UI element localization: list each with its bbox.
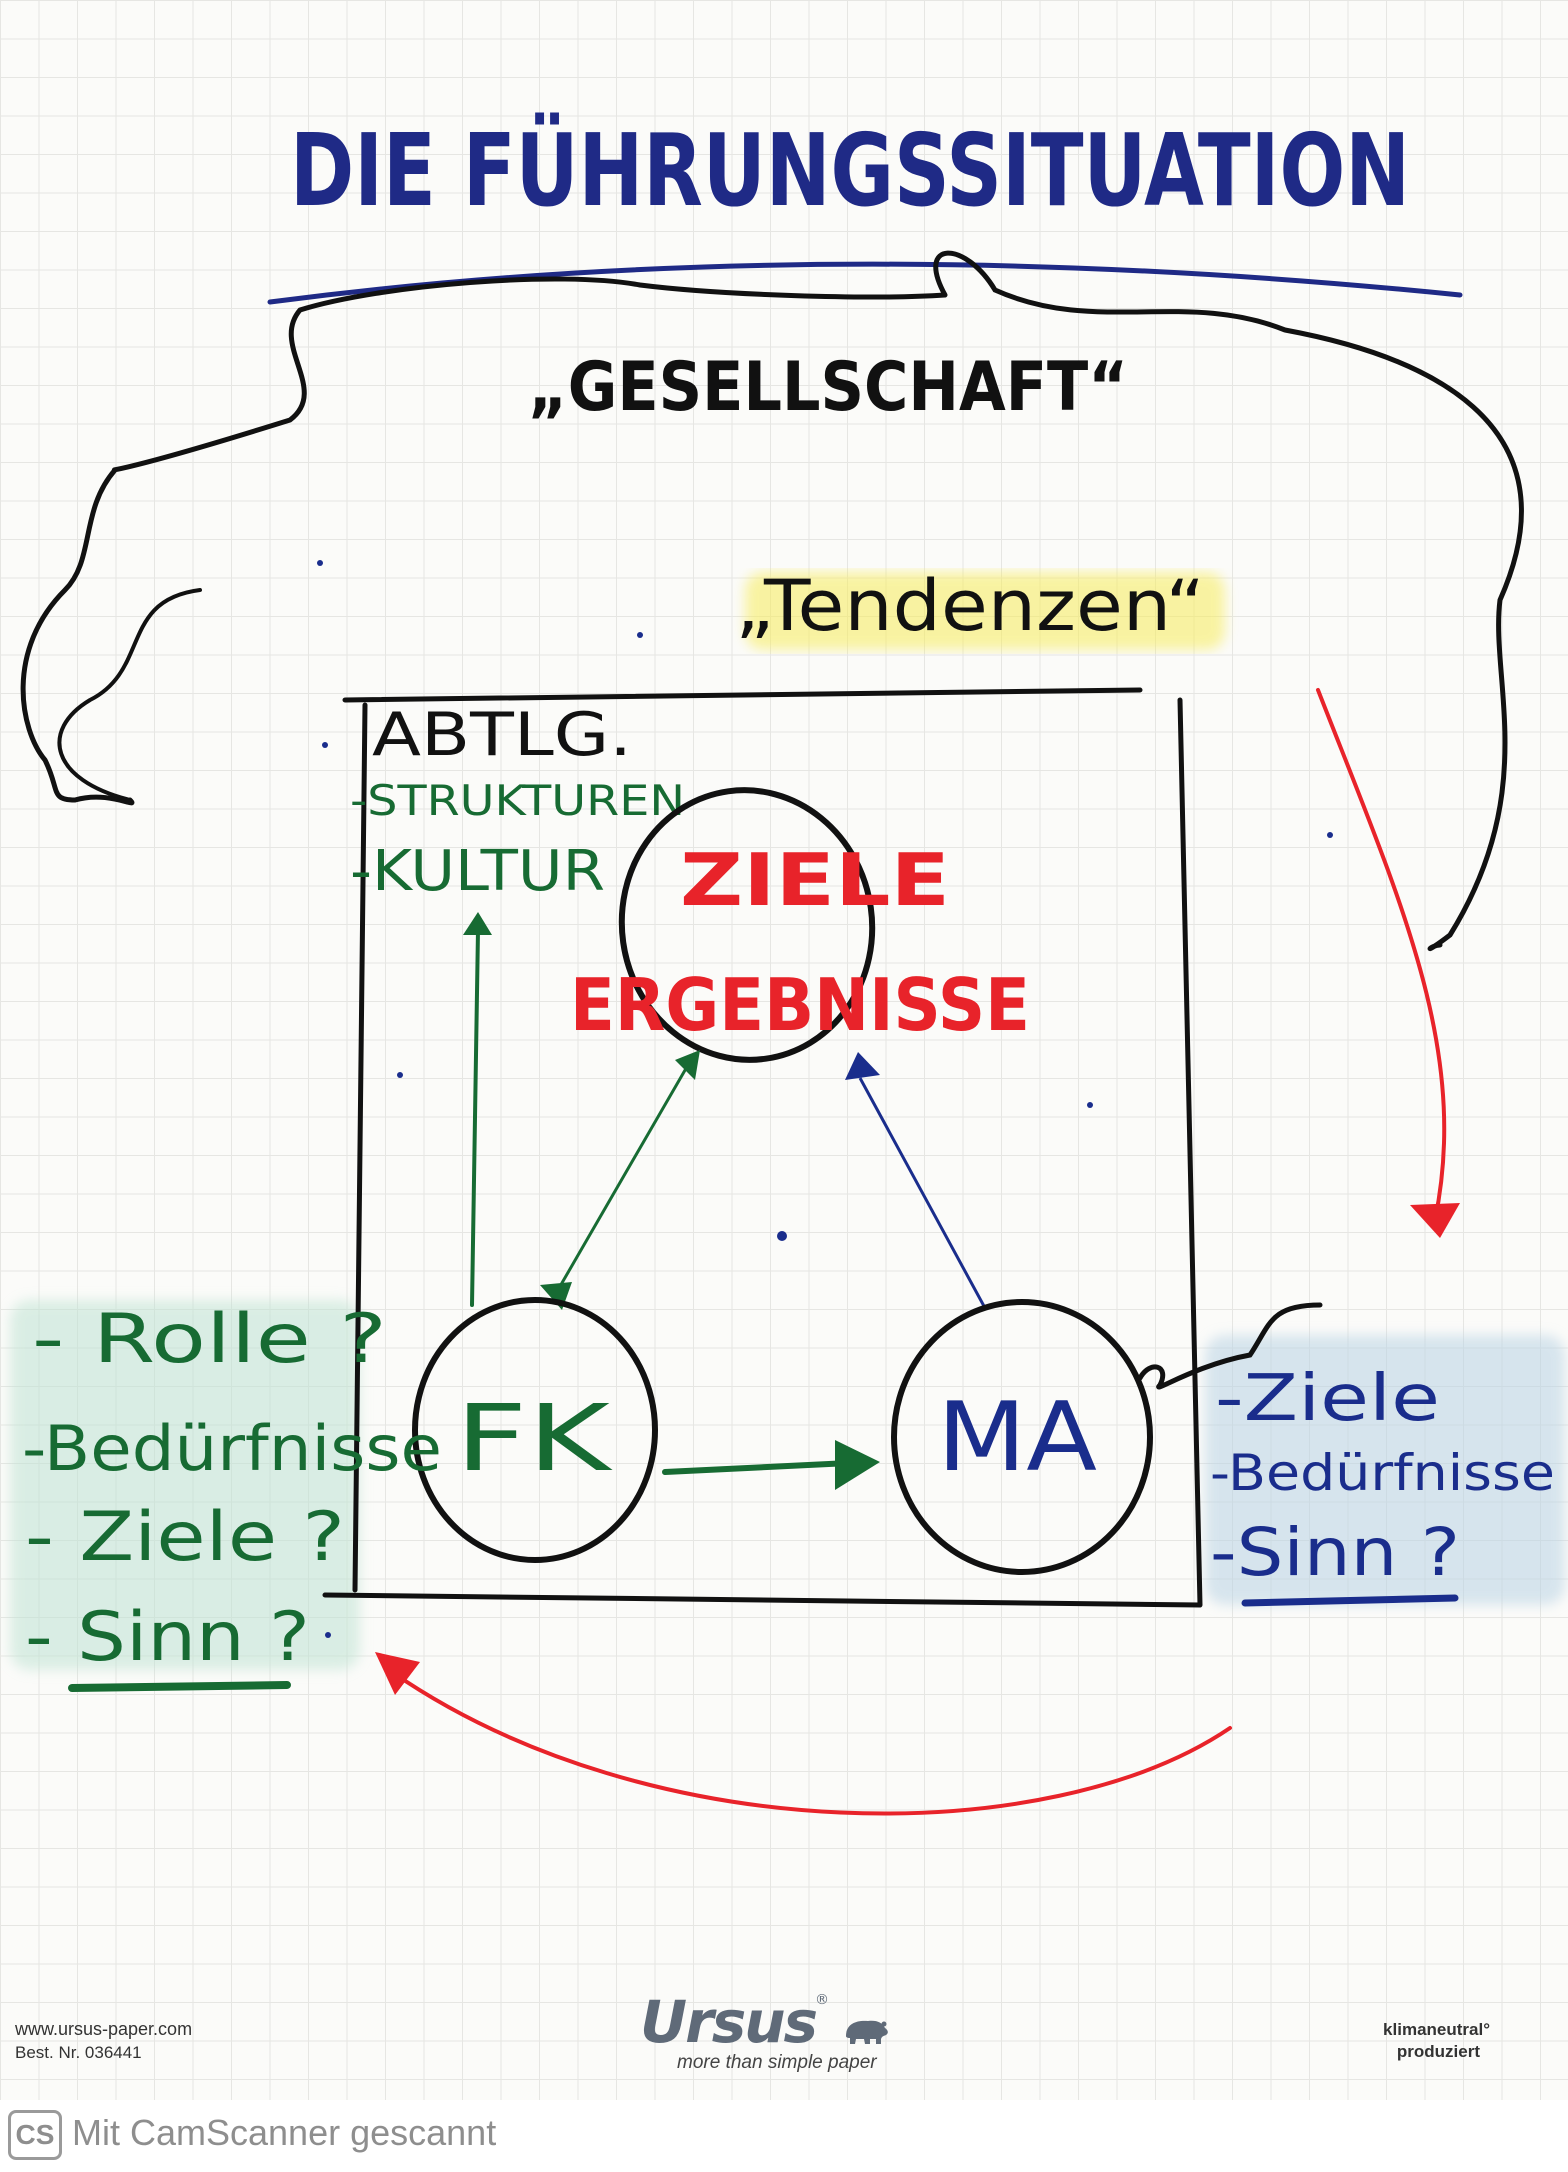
tendenzen-highlight bbox=[745, 572, 1225, 650]
ma-list-connector bbox=[1137, 1302, 1323, 1390]
fk-list-underline bbox=[68, 1681, 291, 1692]
ma-list-underline bbox=[1241, 1594, 1459, 1607]
title: DIE FÜHRUNGSSITUATION bbox=[290, 112, 1410, 229]
department-box bbox=[322, 687, 1203, 1608]
footer-url: www.ursus-paper.com bbox=[15, 2019, 193, 2039]
ma-list-item-goals: -Ziele bbox=[1215, 1362, 1440, 1436]
fk-goals-arrowhead-top bbox=[675, 1050, 700, 1080]
brand-tagline: more than simple paper bbox=[677, 2052, 877, 2073]
trend-label: „Tendenzen“ bbox=[735, 565, 1205, 647]
marker-dots bbox=[317, 560, 1333, 1638]
bear-icon bbox=[846, 2020, 888, 2044]
fk-to-culture-arrow bbox=[470, 928, 480, 1307]
brand-registered-mark: ® bbox=[815, 1992, 829, 2008]
goals-label: ZIELE bbox=[680, 838, 950, 922]
feedback-arrow bbox=[390, 1670, 1232, 1816]
fk-goals-link bbox=[553, 1064, 690, 1296]
footer-order-number: Best. Nr. 036441 bbox=[15, 2043, 142, 2062]
fk-list-highlight bbox=[10, 1300, 360, 1670]
fk-list-item-needs: -Bedürfnisse bbox=[22, 1412, 442, 1485]
camscanner-logo: CS bbox=[8, 2110, 62, 2160]
fk-list-item-role: - Rolle ? bbox=[32, 1300, 387, 1379]
ma-circle bbox=[891, 1299, 1153, 1575]
society-to-box-arrowhead bbox=[1410, 1203, 1460, 1238]
society-cloud bbox=[20, 250, 1524, 952]
department-label: ABTLG. bbox=[372, 700, 632, 770]
department-item-culture: -KULTUR bbox=[350, 839, 605, 904]
society-cloud-tail bbox=[57, 588, 202, 802]
ma-goals-link bbox=[858, 1077, 987, 1309]
climate-produced-label: produziert bbox=[1396, 2042, 1480, 2061]
fk-to-culture-arrowhead bbox=[463, 912, 492, 935]
fk-list-item-meaning: - Sinn ? bbox=[25, 1598, 310, 1677]
brand-logo: Ursus bbox=[640, 1988, 818, 2056]
climate-neutral-label: klimaneutral° bbox=[1383, 2020, 1490, 2039]
feedback-arrowhead bbox=[375, 1652, 420, 1695]
department-item-structures: -STRUKTUREN bbox=[350, 776, 685, 825]
cloud-label: „GESELLSCHAFT“ bbox=[528, 348, 1128, 427]
camscanner-text: Mit CamScanner gescannt bbox=[72, 2112, 497, 2153]
ma-goals-arrowhead bbox=[845, 1052, 880, 1080]
fk-to-ma-arrowhead bbox=[835, 1440, 880, 1490]
ma-list-item-needs: -Bedürfnisse bbox=[1210, 1444, 1555, 1502]
ma-label: MA bbox=[937, 1383, 1097, 1493]
fk-circle bbox=[412, 1297, 658, 1563]
society-to-box-arrow bbox=[1316, 688, 1447, 1222]
scanner-watermark-bar bbox=[0, 2100, 1568, 2172]
ma-list-item-meaning: -Sinn ? bbox=[1210, 1514, 1460, 1591]
fk-list-item-goals: - Ziele ? bbox=[25, 1498, 345, 1577]
fk-label: FK bbox=[455, 1385, 614, 1492]
goals-results-circle bbox=[618, 787, 876, 1063]
ma-list-highlight bbox=[1205, 1335, 1565, 1605]
results-label: ERGEBNISSE bbox=[570, 963, 1030, 1047]
